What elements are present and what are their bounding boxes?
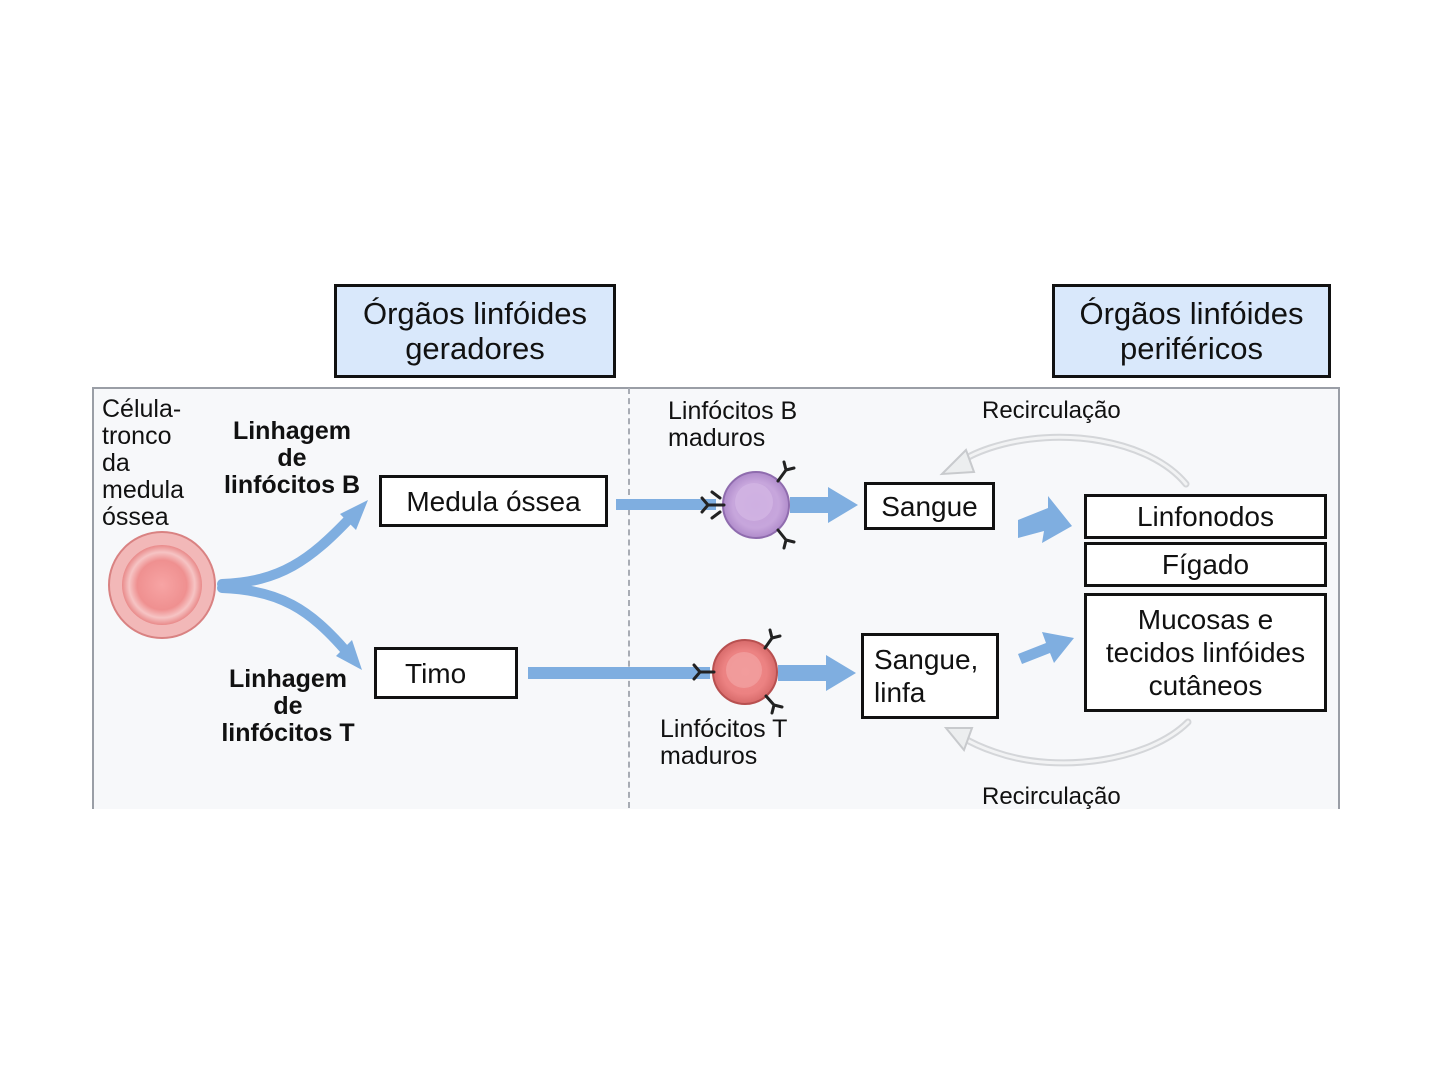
- header-generating-line-1: Órgãos linfóides: [363, 296, 587, 331]
- stem-cell-label: Célula- tronco da medula óssea: [102, 396, 212, 531]
- mucosa-line-1: Mucosas e: [1106, 603, 1305, 636]
- thymus-box: Timo: [374, 647, 518, 699]
- recirculation-top-label: Recirculação: [982, 397, 1172, 424]
- bone-marrow-box: Medula óssea: [379, 475, 608, 527]
- mature-b-label: Linfócitos B maduros: [668, 398, 838, 452]
- mucosa-line-2: tecidos linfóides: [1106, 636, 1305, 669]
- lymph-nodes-box: Linfonodos: [1084, 494, 1327, 539]
- recirculation-bottom-label: Recirculação: [982, 783, 1172, 810]
- mature-t-label: Linfócitos T maduros: [660, 716, 830, 770]
- blood-box: Sangue: [864, 482, 995, 530]
- b-lineage-label: Linhagem de linfócitos B: [210, 418, 374, 499]
- mucosa-line-3: cutâneos: [1106, 669, 1305, 702]
- t-lineage-label: Linhagem de linfócitos T: [206, 666, 370, 747]
- header-generating-line-2: geradores: [363, 331, 587, 366]
- mucosa-box: Mucosas e tecidos linfóides cutâneos: [1084, 593, 1327, 712]
- liver-box: Fígado: [1084, 542, 1327, 587]
- blood-lymph-line-2: linfa: [874, 676, 978, 709]
- header-peripheral-line-1: Órgãos linfóides: [1079, 296, 1303, 331]
- blood-lymph-line-1: Sangue,: [874, 643, 978, 676]
- header-peripheral-line-2: periféricos: [1079, 331, 1303, 366]
- blood-lymph-box: Sangue, linfa: [861, 633, 999, 719]
- section-divider: [628, 388, 630, 808]
- header-generating-organs: Órgãos linfóides geradores: [334, 284, 616, 378]
- header-peripheral-organs: Órgãos linfóides periféricos: [1052, 284, 1331, 378]
